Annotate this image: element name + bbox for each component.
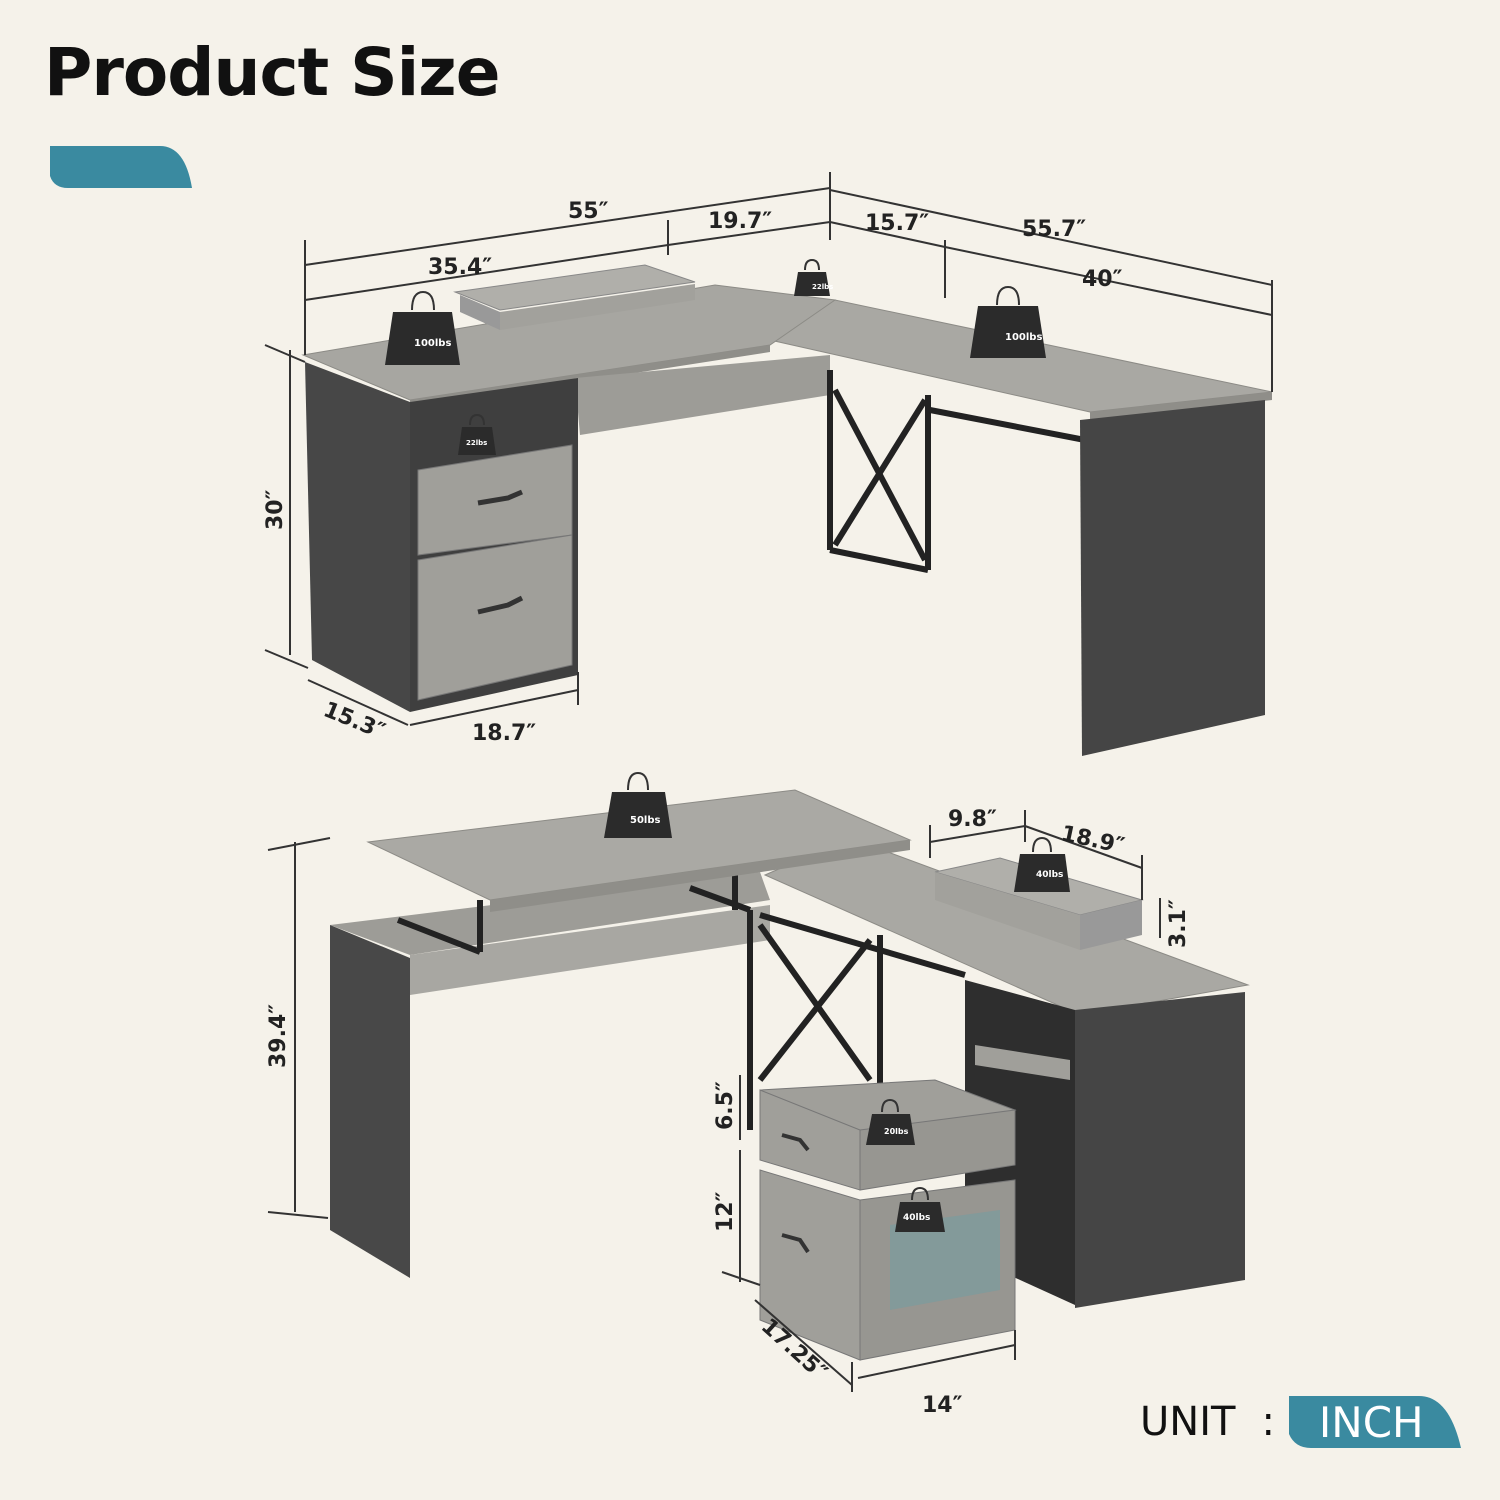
svg-text:40lbs: 40lbs: [903, 1213, 930, 1223]
left-cabinet-side: [305, 362, 410, 712]
bottom-x-frame-leg: [747, 910, 966, 1130]
right-cabinet: [1080, 400, 1265, 756]
unit-badge: INCH: [1288, 1396, 1464, 1448]
dim-18-9: 18.9″: [1059, 821, 1127, 859]
svg-text:20lbs: 20lbs: [884, 1127, 909, 1136]
weight-20lbs-drawer: 20lbs: [866, 1098, 915, 1145]
x-frame-leg: [827, 370, 1086, 573]
weight-50lbs: 50lbs: [604, 771, 672, 838]
unit-separator: :: [1261, 1399, 1275, 1445]
dim-15-3: 15.3″: [320, 697, 389, 744]
svg-text:22lbs: 22lbs: [466, 439, 487, 447]
dim-39-4: 39.4″: [266, 1004, 291, 1068]
unit-value: INCH: [1318, 1398, 1424, 1447]
dim-14: 14″: [922, 1393, 963, 1418]
page-title: Product Size: [44, 34, 500, 111]
weight-40lbs-riser: 40lbs: [1014, 836, 1070, 892]
svg-text:40lbs: 40lbs: [1036, 870, 1063, 880]
svg-text:22lbs: 22lbs: [812, 283, 833, 291]
svg-text:100lbs: 100lbs: [414, 338, 451, 349]
weight-22lbs-corner: 22lbs: [794, 258, 833, 296]
drawer-bottom: [417, 534, 573, 701]
dim-40: 40″: [1082, 267, 1123, 292]
weight-22lbs-shelf: 22lbs: [458, 413, 496, 455]
dim-12: 12″: [713, 1191, 738, 1232]
dim-19-7: 19.7″: [708, 209, 772, 234]
desk-top-view: [301, 264, 1273, 756]
desk-bottom-view: [330, 789, 1250, 1361]
weight-100lbs-left: 100lbs: [385, 290, 460, 365]
monitor-riser: [453, 264, 696, 311]
lift-mechanism: [396, 870, 752, 955]
dim-18-7: 18.7″: [472, 721, 536, 746]
dim-9-8: 9.8″: [948, 807, 997, 832]
weight-40lbs-drawer: 40lbs: [895, 1186, 945, 1232]
weight-100lbs-right: 100lbs: [970, 285, 1046, 358]
top-dimension-lines: [264, 172, 1273, 726]
dim-6-5: 6.5″: [713, 1081, 738, 1130]
svg-text:50lbs: 50lbs: [630, 815, 661, 826]
bottom-left-panel: [330, 925, 410, 1278]
accent-bar: [50, 146, 192, 188]
unit-indicator: UNIT : INCH: [1140, 1396, 1464, 1448]
unit-label: UNIT: [1140, 1399, 1236, 1445]
bottom-dimension-lines: [267, 810, 1161, 1392]
dim-15-7: 15.7″: [865, 211, 929, 236]
dim-55-7: 55.7″: [1022, 217, 1086, 242]
dim-30: 30″: [263, 489, 288, 530]
bottom-right-cabinet-front: [1075, 992, 1245, 1308]
dim-35-4: 35.4″: [428, 255, 492, 280]
dim-3-1: 3.1″: [1166, 899, 1191, 948]
svg-text:100lbs: 100lbs: [1005, 332, 1042, 343]
dim-55: 55″: [568, 199, 609, 224]
